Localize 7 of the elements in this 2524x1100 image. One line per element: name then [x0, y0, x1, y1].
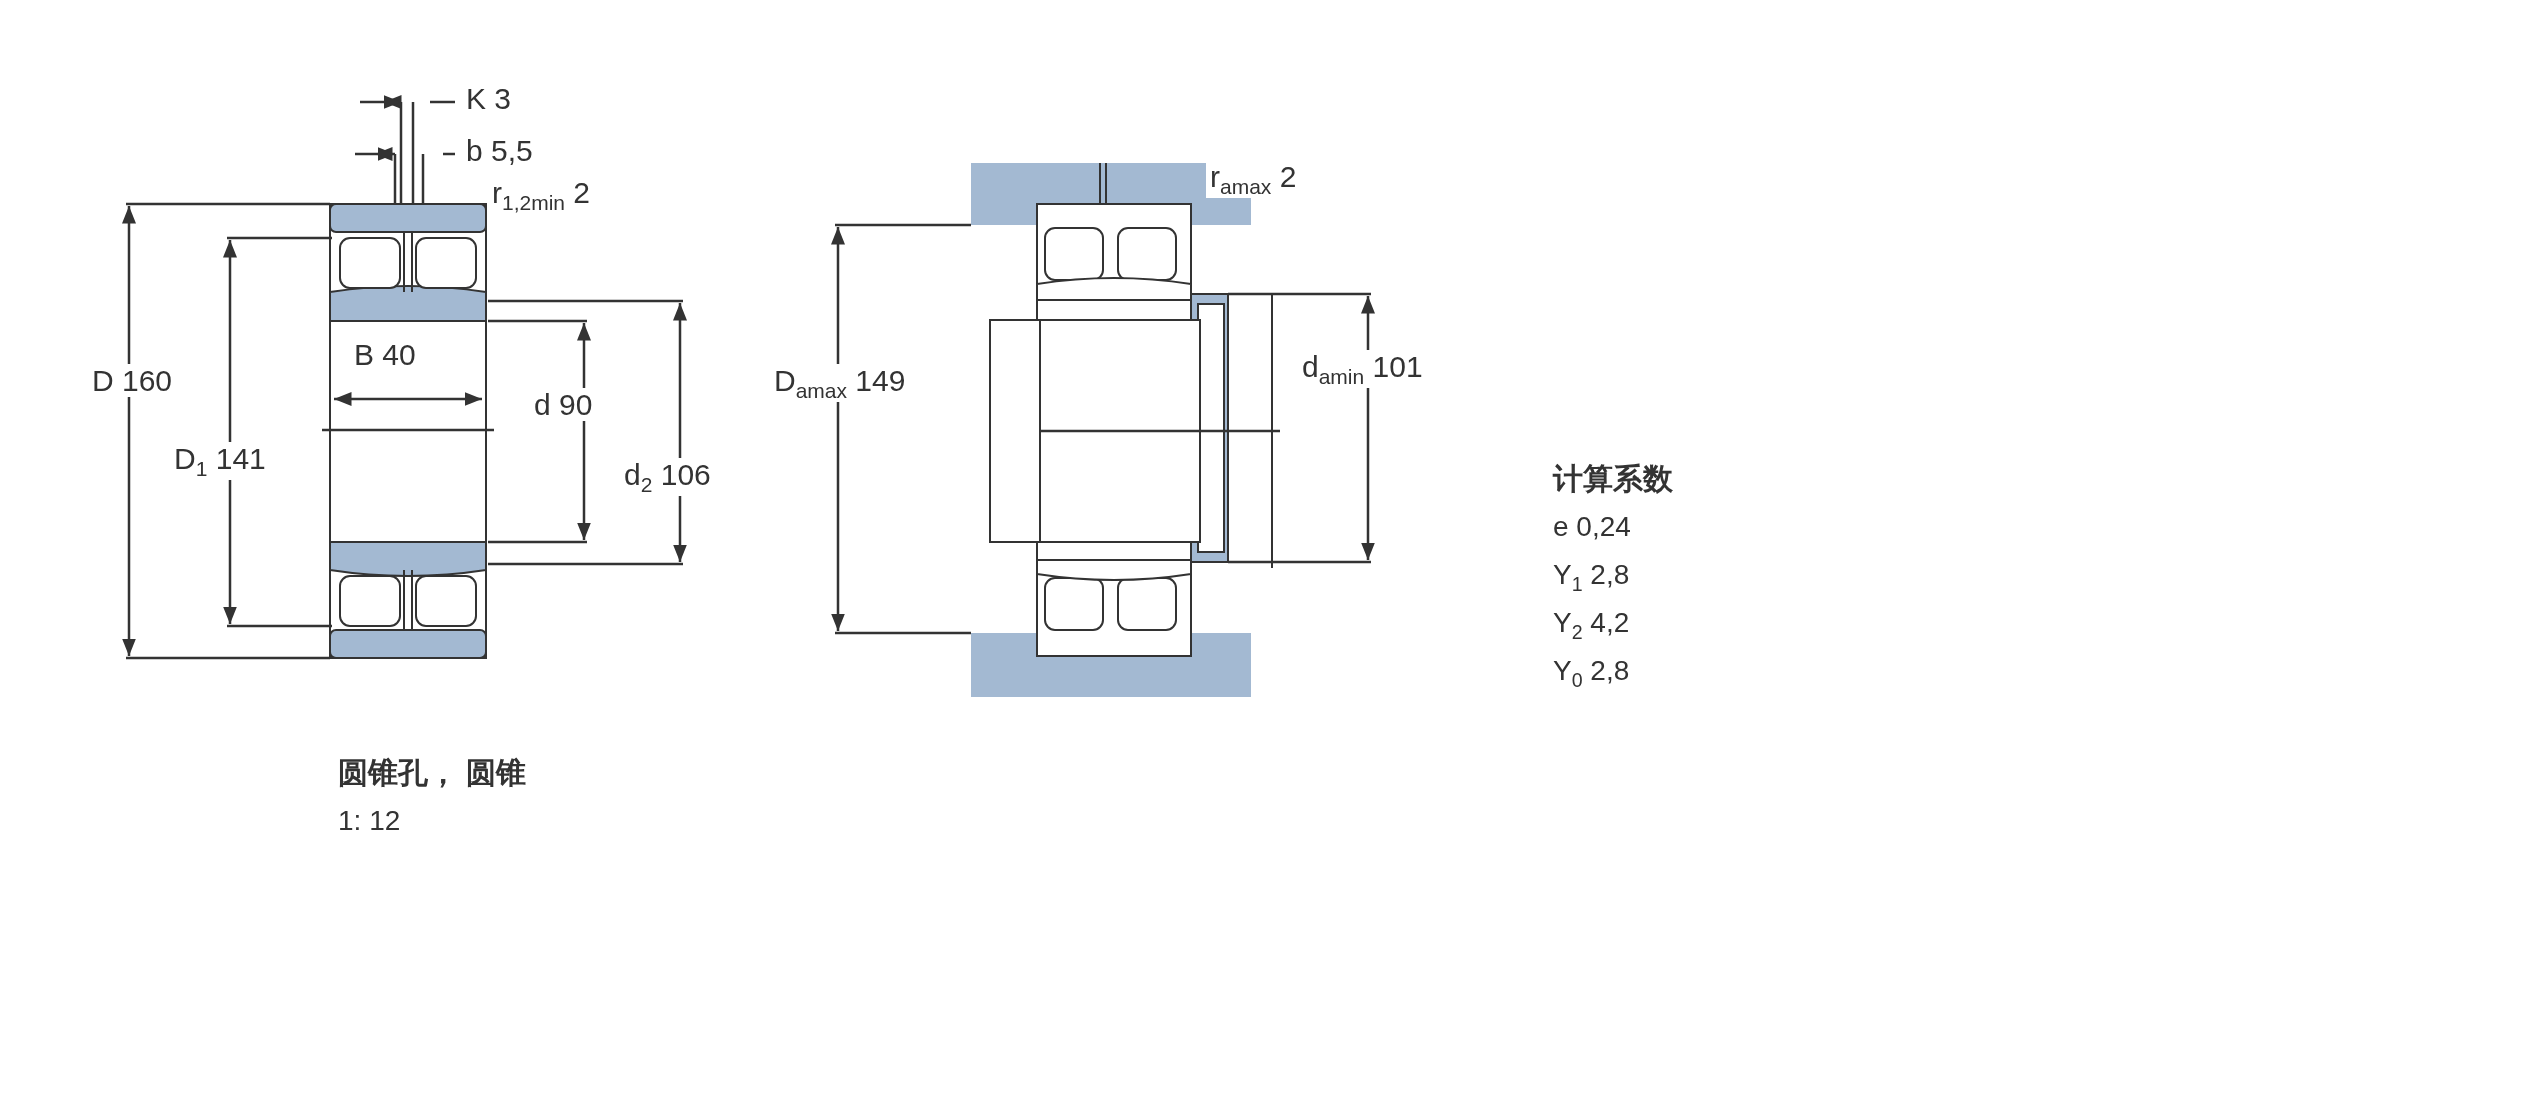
coefficient-value: Y$_{2}$ 4,2: [1553, 608, 1630, 644]
coefficient-value: Y$_{0}$ 2,8: [1553, 656, 1630, 692]
section-heading: 圆锥孔， 圆锥: [338, 756, 527, 789]
section-heading: 计算系数: [1553, 462, 1673, 495]
coefficient-value: e 0,24: [1553, 512, 1631, 543]
coefficient-value: Y$_{1}$ 2,8: [1553, 560, 1630, 596]
taper-ratio-text: 1: 12: [338, 806, 401, 837]
